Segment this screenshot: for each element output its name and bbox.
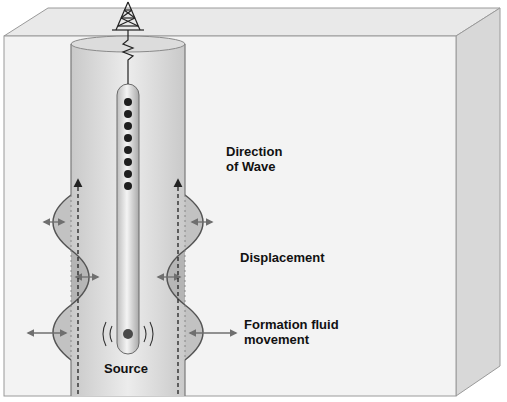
callout-label: Source: [104, 362, 164, 377]
logging-tool: [117, 84, 139, 354]
direction-arrow: [77, 180, 78, 394]
source-dot: [123, 329, 133, 339]
block-top-face: [4, 8, 500, 36]
borehole-wall: [184, 360, 185, 396]
callout-label: Direction of Wave: [226, 145, 296, 175]
callout-label: Displacement: [240, 251, 360, 266]
borehole-wall: [70, 360, 71, 396]
borehole-wall: [184, 44, 185, 195]
label-slot: Direction of Wave: [226, 145, 296, 175]
block-side-face: [456, 8, 500, 396]
block-front-face: [4, 36, 456, 396]
label-slot: Formation fluid movement: [244, 318, 348, 348]
source-pulse: [103, 322, 153, 346]
direction-arrow: [177, 180, 178, 394]
label-slot: Displacement: [240, 251, 360, 266]
borehole-wall: [71, 195, 72, 360]
callout-label: Formation fluid movement: [244, 318, 348, 348]
borehole-wall: [70, 44, 71, 195]
label-slot: Source: [104, 362, 164, 377]
wireline-cable: [123, 30, 133, 84]
derrick-symbol: [112, 2, 144, 30]
borehole: [71, 44, 185, 396]
receiver-array: [124, 98, 132, 190]
borehole-wall: [185, 195, 186, 360]
